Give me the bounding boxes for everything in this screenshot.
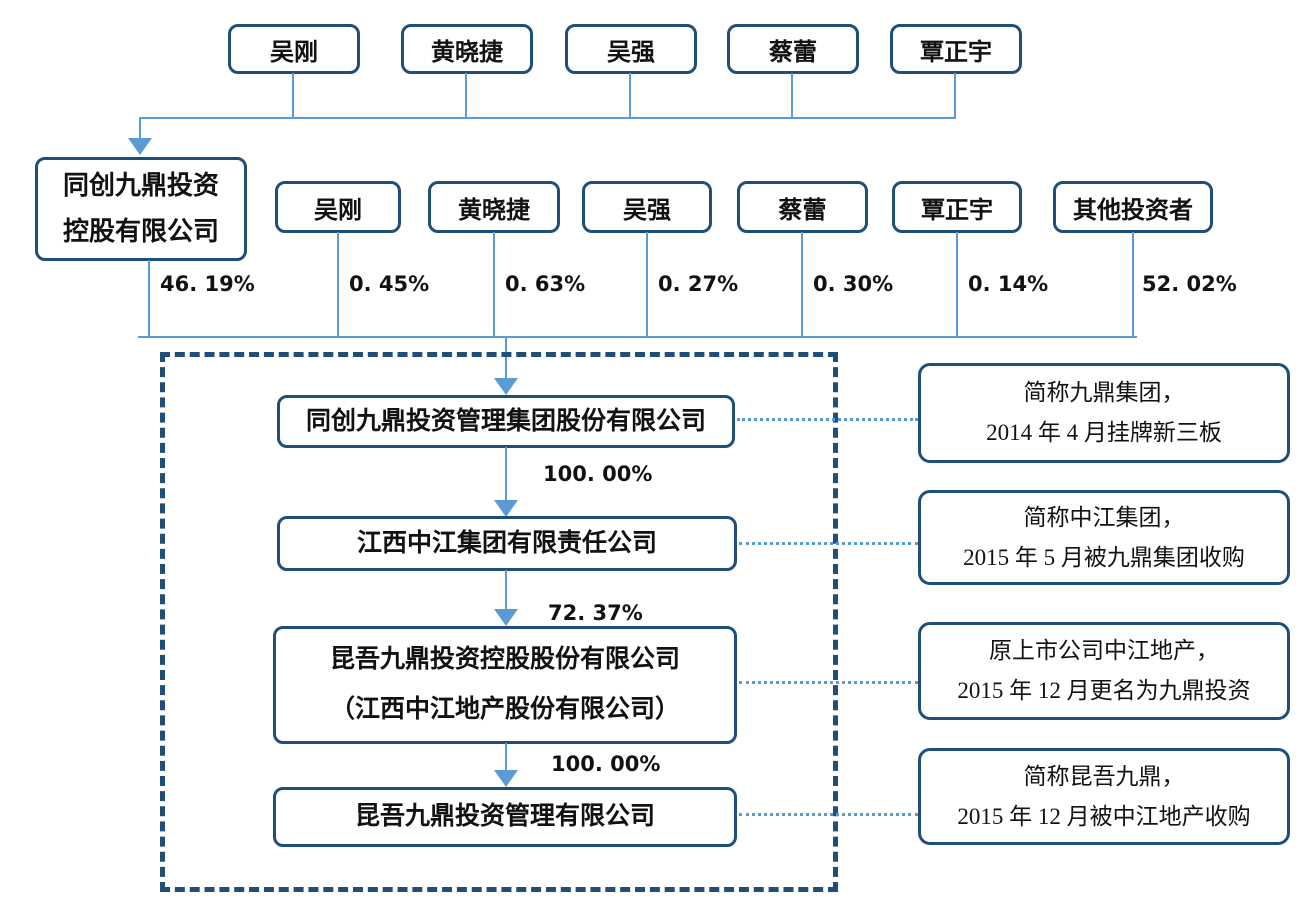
company-name: 昆吾九鼎投资管理有限公司 xyxy=(354,803,655,830)
shareholder-name: 覃正宇 xyxy=(920,39,992,66)
shareholder-name: 吴刚 xyxy=(314,197,362,224)
group-boundary-dashed-box xyxy=(160,352,838,892)
shareholder-box: 蔡蕾 xyxy=(737,181,868,233)
shareholder-name: 吴强 xyxy=(623,197,671,224)
connector-line xyxy=(505,570,507,610)
connector-line xyxy=(493,232,495,337)
top-shareholder-box: 蔡蕾 xyxy=(727,24,859,74)
annotation-box: 简称中江集团， 2015 年 5 月被九鼎集团收购 xyxy=(918,490,1290,585)
connector-line xyxy=(139,117,141,139)
annotation-line: 2015 年 12 月被中江地产收购 xyxy=(957,803,1251,829)
ownership-percent-label: 0. 14% xyxy=(968,272,1049,296)
top-shareholder-box: 吴强 xyxy=(565,24,697,74)
shareholder-name: 蔡蕾 xyxy=(778,197,827,224)
connector-line xyxy=(505,447,507,501)
annotation-line: 2014 年 4 月挂牌新三板 xyxy=(986,420,1222,445)
dotted-callout-line xyxy=(739,813,918,816)
connector-line xyxy=(138,336,1137,338)
company-name-line: （江西中江地产股份有限公司） xyxy=(329,696,680,723)
ownership-percent-label: 100. 00% xyxy=(543,462,653,486)
top-shareholder-box: 覃正宇 xyxy=(890,24,1022,74)
connector-line xyxy=(801,232,803,337)
annotation-box: 简称昆吾九鼎， 2015 年 12 月被中江地产收购 xyxy=(918,748,1290,845)
down-arrow-icon xyxy=(494,378,518,395)
company-name: 同创九鼎投资管理集团股份有限公司 xyxy=(305,407,706,435)
connector-line xyxy=(337,232,339,337)
top-shareholder-box: 黄晓捷 xyxy=(401,24,533,74)
ownership-percent-label: 0. 27% xyxy=(658,272,739,296)
company-box: 江西中江集团有限责任公司 xyxy=(277,516,737,571)
company-name-line: 昆吾九鼎投资控股股份有限公司 xyxy=(329,646,680,673)
annotation-line: 简称中江集团， xyxy=(1023,504,1185,530)
company-box: 昆吾九鼎投资控股股份有限公司 （江西中江地产股份有限公司） xyxy=(273,626,737,744)
dotted-callout-line xyxy=(737,418,918,421)
annotation-line: 2015 年 5 月被九鼎集团收购 xyxy=(963,544,1245,570)
annotation-box: 简称九鼎集团， 2014 年 4 月挂牌新三板 xyxy=(918,363,1290,463)
annotation-line: 2015 年 12 月更名为九鼎投资 xyxy=(957,678,1251,703)
connector-line xyxy=(505,336,507,379)
shareholder-name: 蔡蕾 xyxy=(769,39,817,66)
down-arrow-icon xyxy=(494,770,518,787)
ownership-percent-label: 72. 37% xyxy=(548,601,643,625)
down-arrow-icon xyxy=(494,609,518,626)
connector-line xyxy=(791,73,793,118)
shareholder-name: 吴刚 xyxy=(270,39,318,66)
connector-line xyxy=(292,73,294,118)
dotted-callout-line xyxy=(739,542,918,545)
annotation-line: 原上市公司中江地产， xyxy=(989,638,1219,663)
down-arrow-icon xyxy=(128,138,152,155)
company-box: 同创九鼎投资管理集团股份有限公司 xyxy=(277,395,735,448)
ownership-percent-label: 100. 00% xyxy=(551,752,661,776)
shareholder-name: 覃正宇 xyxy=(921,197,993,224)
annotation-box: 原上市公司中江地产， 2015 年 12 月更名为九鼎投资 xyxy=(918,622,1290,720)
top-shareholder-box: 吴刚 xyxy=(228,24,360,74)
ownership-percent-label: 46. 19% xyxy=(160,272,255,296)
shareholder-box: 吴刚 xyxy=(275,181,401,233)
company-name: 江西中江集团有限责任公司 xyxy=(356,529,657,557)
shareholder-box: 覃正宇 xyxy=(892,181,1022,233)
shareholder-name: 吴强 xyxy=(607,39,655,66)
ownership-percent-label: 0. 63% xyxy=(505,272,586,296)
shareholder-name: 黄晓捷 xyxy=(431,39,503,66)
connector-line xyxy=(148,260,150,337)
connector-line xyxy=(1132,232,1134,337)
ownership-percent-label: 52. 02% xyxy=(1142,272,1237,296)
connector-line xyxy=(956,232,958,337)
shareholder-name: 黄晓捷 xyxy=(458,197,530,224)
other-investors-box: 其他投资者 xyxy=(1053,181,1213,233)
annotation-line: 简称昆吾九鼎， xyxy=(1023,763,1185,789)
shareholder-box: 吴强 xyxy=(582,181,712,233)
company-name-line: 控股有限公司 xyxy=(62,217,219,246)
down-arrow-icon xyxy=(494,500,518,517)
company-name-line: 同创九鼎投资 xyxy=(62,171,219,200)
shareholder-box: 黄晓捷 xyxy=(428,181,560,233)
company-box: 昆吾九鼎投资管理有限公司 xyxy=(273,787,737,847)
connector-line xyxy=(505,743,507,771)
holding-company-box: 同创九鼎投资 控股有限公司 xyxy=(35,157,247,261)
connector-line xyxy=(465,73,467,118)
shareholder-name: 其他投资者 xyxy=(1073,197,1193,224)
connector-line xyxy=(139,117,956,119)
connector-line xyxy=(629,73,631,118)
connector-line xyxy=(954,73,956,118)
ownership-percent-label: 0. 45% xyxy=(349,272,430,296)
ownership-percent-label: 0. 30% xyxy=(813,272,894,296)
connector-line xyxy=(646,232,648,337)
annotation-line: 简称九鼎集团， xyxy=(1023,380,1185,405)
dotted-callout-line xyxy=(739,681,918,684)
